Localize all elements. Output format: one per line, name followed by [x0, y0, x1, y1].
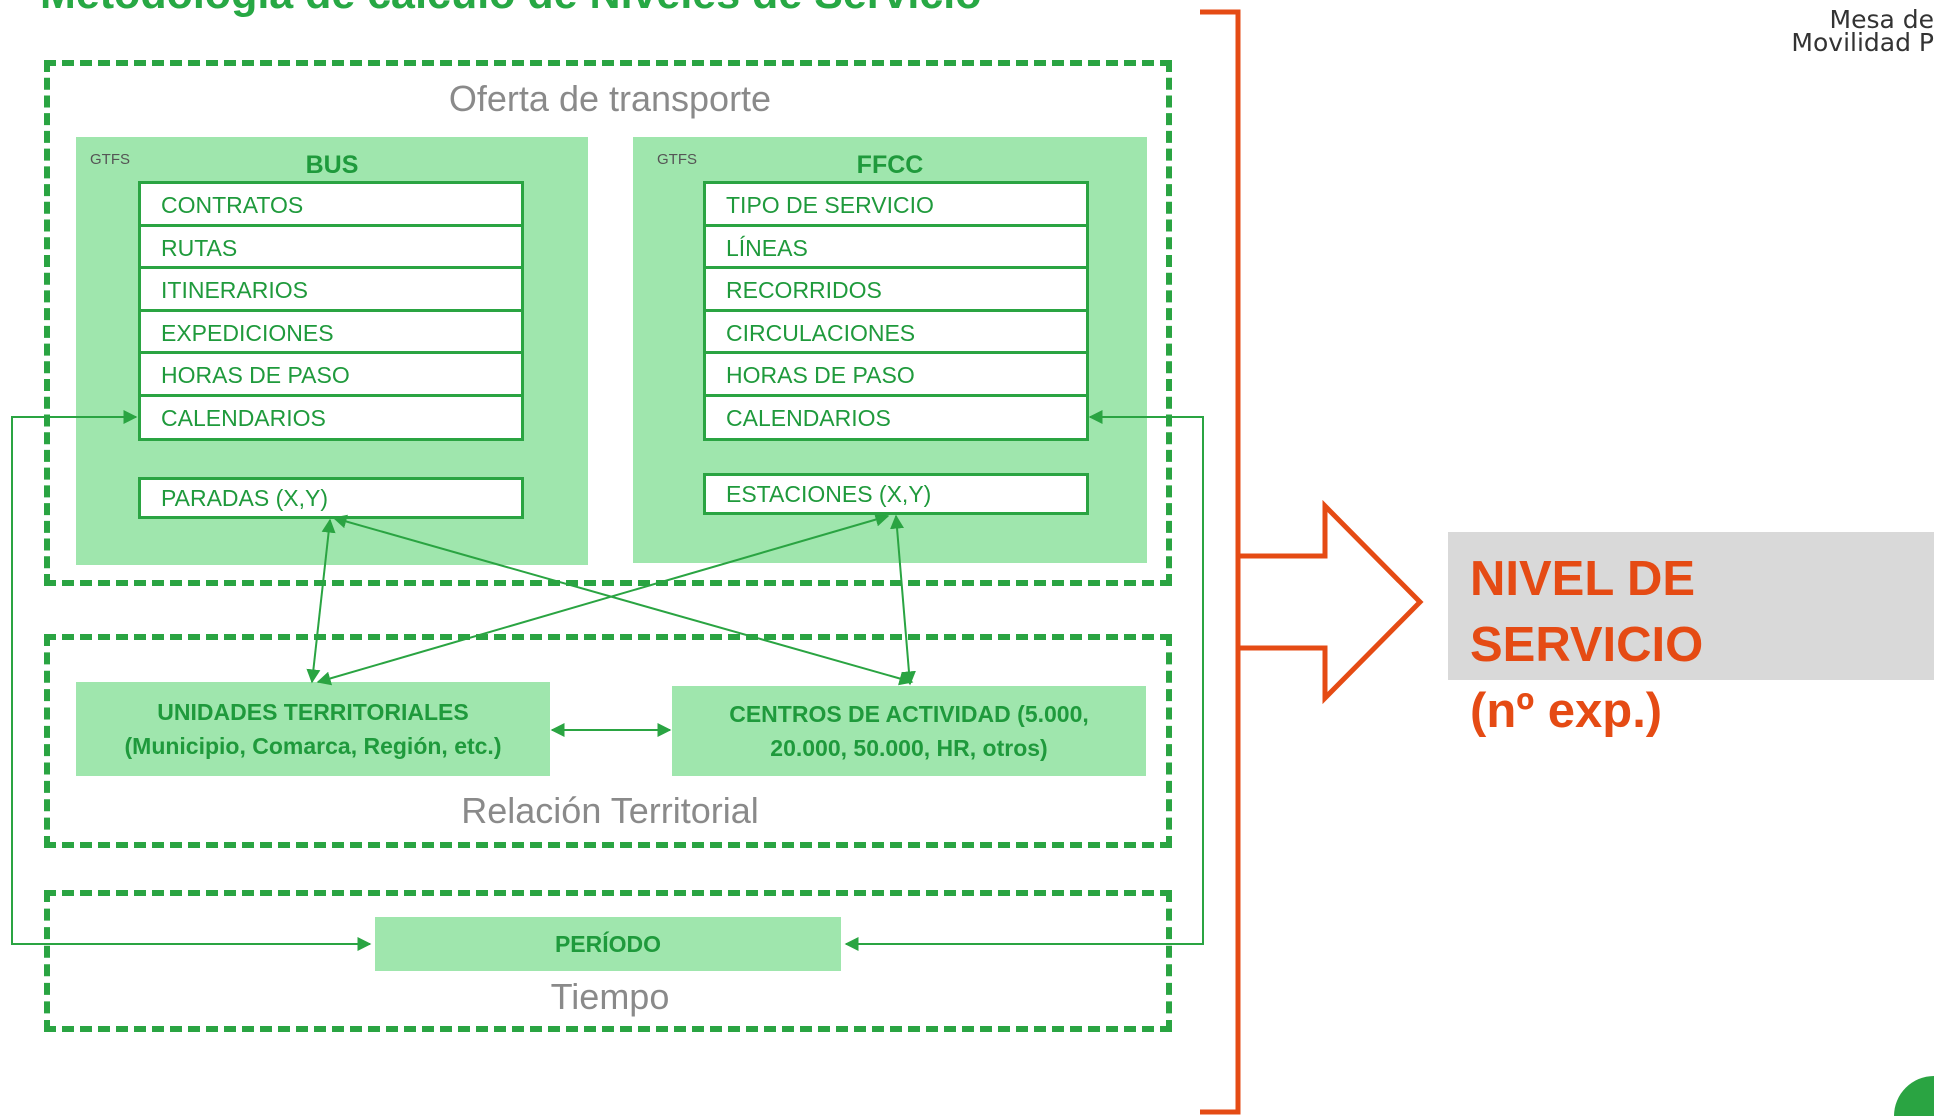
brand-line-1: Mesa de	[1829, 5, 1934, 34]
stations-centers-arrow	[890, 514, 916, 686]
territorial-units-line1: UNIDADES TERRITORIALES	[157, 699, 469, 725]
activity-centers-line1: CENTROS DE ACTIVIDAD (5.000,	[729, 701, 1089, 727]
bus-attributes-table: CONTRATOS RUTAS ITINERARIOS EXPEDICIONES…	[138, 181, 524, 441]
rail-row: LÍNEAS	[706, 227, 1086, 269]
rail-gtfs-tag: GTFS	[657, 151, 697, 168]
bus-row: ITINERARIOS	[141, 269, 521, 312]
rail-row: RECORRIDOS	[706, 269, 1086, 312]
rail-attributes-table: TIPO DE SERVICIO LÍNEAS RECORRIDOS CIRCU…	[703, 181, 1089, 441]
territorial-units-line2: (Municipio, Comarca, Región, etc.)	[124, 733, 502, 759]
stations-units-arrow	[316, 512, 890, 686]
brand-logo-text: Mesa de Movilidad P	[1714, 5, 1934, 57]
result-line1: NIVEL DE SERVICIO	[1470, 552, 1704, 672]
service-level-result: NIVEL DE SERVICIO (nº exp.)	[1448, 532, 1934, 738]
rail-stations-box: ESTACIONES (X,Y)	[703, 473, 1089, 515]
rail-title: FFCC	[856, 151, 924, 179]
time-section	[44, 890, 1172, 1032]
supply-label: Oferta de transporte	[448, 78, 772, 119]
bus-row: RUTAS	[141, 227, 521, 269]
rail-calendar-period-link	[844, 410, 1204, 951]
bus-title: BUS	[305, 151, 359, 179]
rail-row: CIRCULACIONES	[706, 312, 1086, 354]
bus-row: HORAS DE PASO	[141, 354, 521, 397]
rail-row: TIPO DE SERVICIO	[706, 184, 1086, 227]
bus-row: EXPEDICIONES	[141, 312, 521, 354]
bus-row: CALENDARIOS	[161, 404, 326, 431]
rail-panel: GTFS FFCC TIPO DE SERVICIO LÍNEAS RECORR…	[633, 137, 1147, 563]
brand-line-2: Movilidad P	[1791, 28, 1934, 57]
grouping-bracket	[1200, 9, 1241, 1115]
rail-row: HORAS DE PASO	[706, 354, 1086, 397]
stops-units-arrow	[306, 518, 336, 684]
page-title: Metodología de cálculo de Niveles de Ser…	[40, 0, 982, 19]
result-line2: (nº exp.)	[1470, 684, 1663, 738]
stops-centers-arrow	[332, 514, 914, 686]
rail-row: CALENDARIOS	[726, 404, 891, 431]
result-arrow-icon	[1235, 499, 1424, 705]
territorial-label: Relación Territorial	[461, 790, 759, 831]
bus-calendar-period-link	[11, 410, 372, 951]
territorial-units-box: UNIDADES TERRITORIALES (Municipio, Comar…	[76, 682, 550, 776]
time-label: Tiempo	[550, 976, 670, 1017]
bus-panel: GTFS BUS CONTRATOS RUTAS ITINERARIOS EXP…	[76, 137, 588, 565]
corner-logo-icon	[1894, 1076, 1934, 1116]
bus-gtfs-tag: GTFS	[90, 151, 130, 168]
bus-row: CONTRATOS	[141, 184, 521, 227]
activity-centers-line2: 20.000, 50.000, HR, otros)	[770, 735, 1048, 761]
period-box: PERÍODO	[375, 917, 841, 971]
activity-centers-box: CENTROS DE ACTIVIDAD (5.000, 20.000, 50.…	[672, 686, 1146, 776]
